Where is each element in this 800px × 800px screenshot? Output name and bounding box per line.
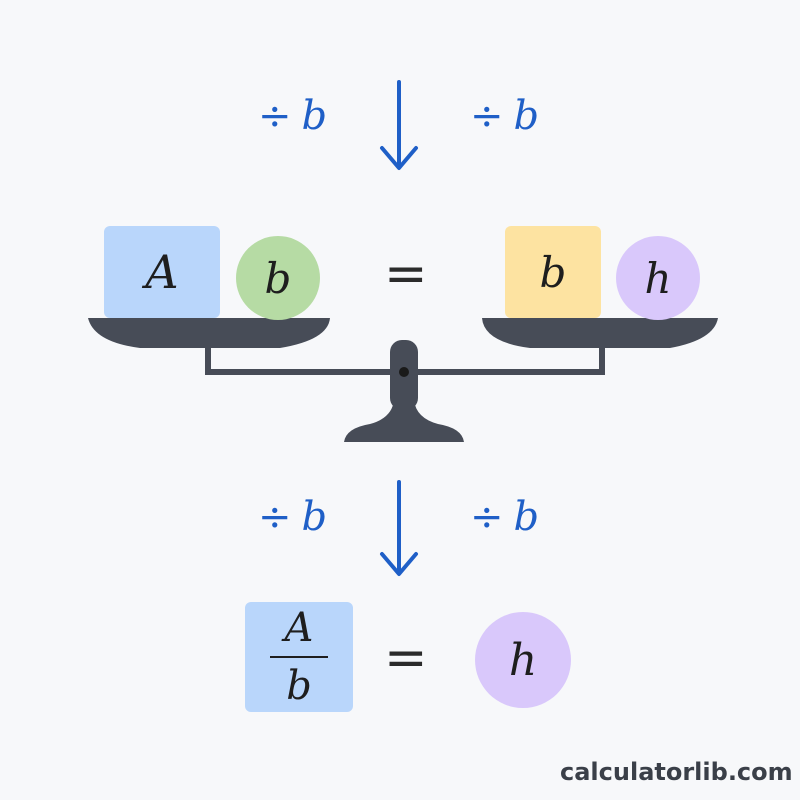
- height-circle: h: [616, 236, 700, 320]
- base-label: b: [264, 253, 292, 303]
- divisor-variable: b: [301, 93, 328, 139]
- base-label: b: [539, 247, 567, 297]
- divide-symbol: ÷: [470, 494, 504, 540]
- divide-symbol: ÷: [258, 494, 292, 540]
- step1-right-operation: ÷b: [470, 96, 539, 136]
- base-block: b: [505, 226, 601, 318]
- divide-symbol: ÷: [258, 93, 292, 139]
- area-block: A: [104, 226, 220, 318]
- divide-symbol: ÷: [470, 93, 504, 139]
- step2-left-operation: ÷b: [258, 497, 327, 537]
- base-circle: b: [236, 236, 320, 320]
- equals-sign: =: [384, 244, 428, 304]
- fraction: A b: [270, 606, 328, 708]
- divisor-variable: b: [513, 93, 540, 139]
- divisor-variable: b: [301, 494, 328, 540]
- down-arrow-icon: [378, 480, 420, 578]
- fraction-denominator: b: [286, 663, 312, 709]
- step1-left-operation: ÷b: [258, 96, 327, 136]
- height-label: h: [644, 253, 672, 303]
- fraction-block: A b: [245, 602, 353, 712]
- fraction-bar: [270, 656, 328, 658]
- area-label: A: [145, 245, 179, 299]
- step2-right-operation: ÷b: [470, 497, 539, 537]
- watermark-logo: calculatorlib.com: [560, 758, 793, 786]
- divisor-variable: b: [513, 494, 540, 540]
- down-arrow-icon: [378, 80, 420, 172]
- fraction-numerator: A: [284, 605, 314, 651]
- balance-scale-icon: [88, 318, 718, 442]
- result-equals-sign: =: [384, 628, 428, 688]
- result-height-label: h: [508, 634, 538, 686]
- result-height-circle: h: [475, 612, 571, 708]
- balance-scale: [80, 300, 730, 450]
